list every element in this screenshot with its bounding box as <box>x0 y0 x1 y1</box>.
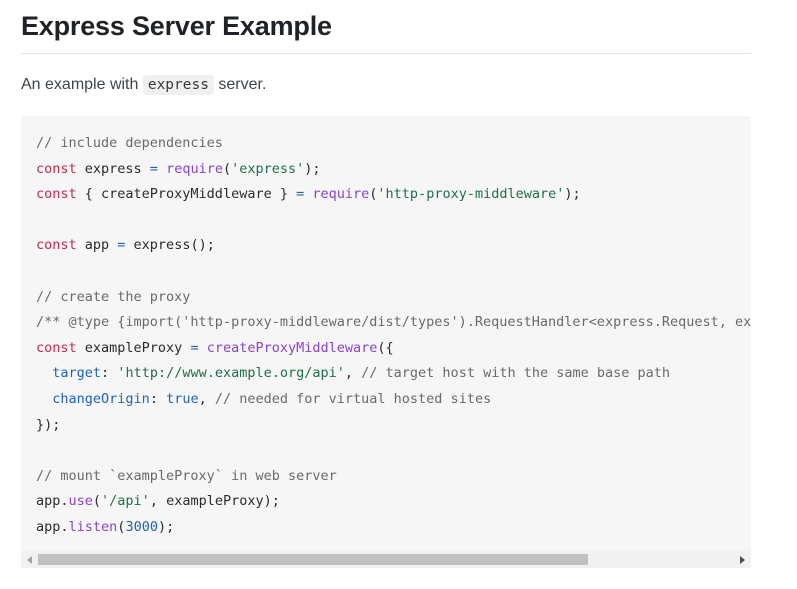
code-token-prop: target <box>52 365 102 382</box>
inline-code: express <box>142 75 214 95</box>
code-token-plain: app. <box>36 518 69 535</box>
code-line: const app = express(); <box>36 233 751 259</box>
code-token-plain: ); <box>564 186 581 203</box>
code-token-number: true <box>166 390 199 407</box>
code-token-comment: // mount `exampleProxy` in web server <box>36 467 337 484</box>
code-line <box>36 208 751 234</box>
code-token-func: listen <box>68 518 118 535</box>
code-line: const express = require('express'); <box>36 157 751 183</box>
scrollbar-thumb[interactable] <box>38 554 588 565</box>
code-token-op: = <box>149 160 158 177</box>
intro-paragraph: An example with express server. <box>21 72 266 98</box>
code-token-func: createProxyMiddleware <box>206 339 378 356</box>
code-token-plain: , <box>198 390 215 407</box>
scroll-right-arrow-icon[interactable] <box>740 556 745 564</box>
code-token-plain: exampleProxy <box>76 339 191 356</box>
code-line: const { createProxyMiddleware } = requir… <box>36 182 751 208</box>
code-token-plain <box>36 365 52 381</box>
code-token-func: use <box>68 493 93 510</box>
code-token-string: 'http://www.example.org/api' <box>117 365 345 382</box>
code-token-plain: ( <box>222 160 232 177</box>
code-token-plain: : <box>149 390 167 407</box>
code-line <box>36 438 751 464</box>
code-line: changeOrigin: true, // needed for virtua… <box>36 387 751 413</box>
code-token-comment: // target host with the same base path <box>361 365 671 382</box>
code-line: app.use('/api', exampleProxy); <box>36 489 751 515</box>
code-line: const exampleProxy = createProxyMiddlewa… <box>36 336 751 362</box>
code-token-comment: // needed for virtual hosted sites <box>214 390 492 407</box>
page-title: Express Server Example <box>21 11 332 41</box>
code-line: target: 'http://www.example.org/api', //… <box>36 361 751 387</box>
code-token-string: 'express' <box>231 160 305 177</box>
code-token-plain: ); <box>157 518 175 535</box>
code-block[interactable]: // include dependencies const express = r… <box>21 116 751 568</box>
code-token-plain: }); <box>36 416 61 433</box>
code-token-comment: /** @type {import('http-proxy-middleware… <box>36 314 751 331</box>
heading-divider <box>21 53 751 54</box>
code-token-op: = <box>117 237 126 254</box>
code-token-plain: ( <box>117 518 126 535</box>
code-token-plain: ); <box>304 160 321 177</box>
code-token-plain: ({ <box>377 339 394 356</box>
code-token-op: = <box>296 186 305 203</box>
code-token-func: require <box>166 160 223 177</box>
code-token-op: = <box>190 339 199 356</box>
code-token-keyword: const <box>36 339 77 356</box>
code-line: // mount `exampleProxy` in web server <box>36 464 751 490</box>
code-token-keyword: const <box>36 186 77 203</box>
code-token-plain <box>199 340 207 356</box>
horizontal-scrollbar[interactable] <box>21 551 751 568</box>
code-line: app.listen(3000); <box>36 515 751 541</box>
code-token-plain: app <box>76 237 118 254</box>
intro-text-after: server. <box>213 76 267 93</box>
code-token-plain: app. <box>36 493 69 510</box>
code-line: // include dependencies <box>36 131 751 157</box>
code-token-keyword: const <box>36 237 77 254</box>
code-token-string: '/api' <box>101 493 150 510</box>
code-token-prop: changeOrigin <box>52 390 150 407</box>
code-token-plain: express(); <box>125 237 215 254</box>
code-token-plain: , exampleProxy); <box>149 493 280 510</box>
code-line: }); <box>36 413 751 439</box>
code-token-plain: ( <box>92 493 102 510</box>
code-token-plain <box>36 391 52 407</box>
intro-text-before: An example with <box>21 76 143 93</box>
code-line: /** @type {import('http-proxy-middleware… <box>36 310 751 336</box>
code-token-string: 'http-proxy-middleware' <box>377 186 565 203</box>
code-token-func: require <box>312 186 370 203</box>
code-token-plain: ( <box>369 186 378 203</box>
code-token-number: 3000 <box>125 518 158 535</box>
code-token-comment: // create the proxy <box>36 288 191 305</box>
scroll-left-arrow-icon[interactable] <box>27 556 32 564</box>
code-content: // include dependencies const express = r… <box>36 131 751 541</box>
code-token-comment: // include dependencies <box>36 135 223 151</box>
code-token-plain <box>158 161 166 177</box>
code-token-plain: : <box>101 365 118 382</box>
code-token-plain: express <box>76 160 150 177</box>
code-line: // create the proxy <box>36 285 751 311</box>
code-token-plain: { createProxyMiddleware } <box>76 186 297 203</box>
code-token-plain: , <box>344 365 362 382</box>
code-line <box>36 259 751 285</box>
code-token-keyword: const <box>36 160 77 177</box>
